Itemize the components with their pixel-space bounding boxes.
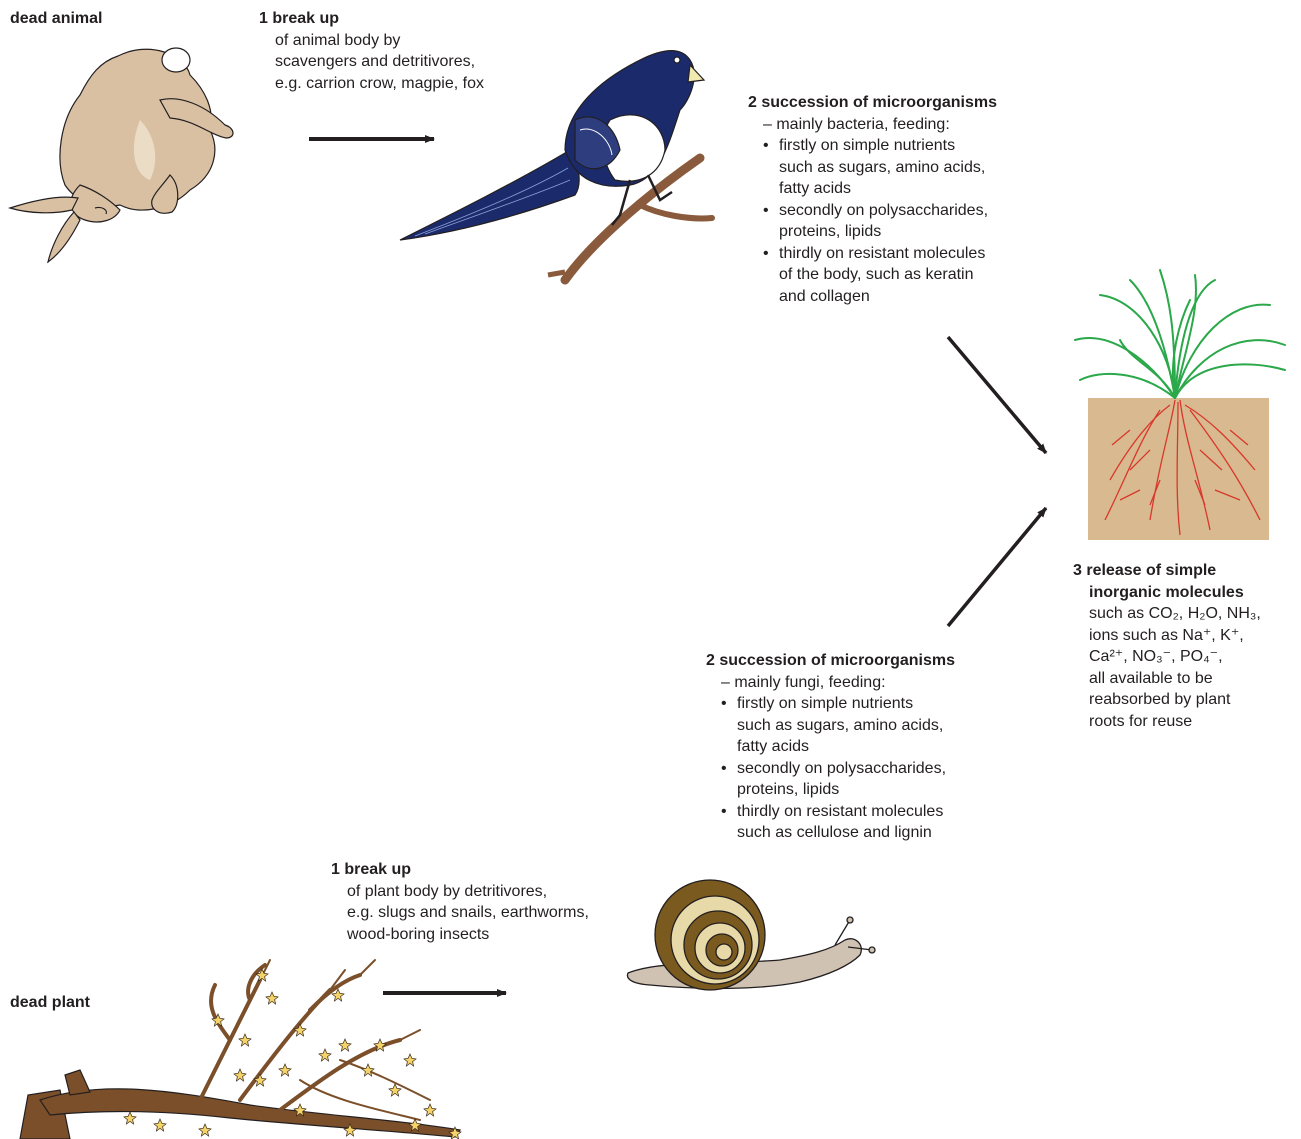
snail-illustration bbox=[627, 880, 875, 990]
animal-breakup-line: scavengers and detritivores, bbox=[259, 51, 484, 73]
plant-succession-intro: – mainly fungi, feeding: bbox=[706, 672, 955, 694]
dead-animal-heading: dead animal bbox=[10, 8, 102, 29]
animal-breakup-line: of animal body by bbox=[259, 30, 484, 52]
bullet-dot: • bbox=[763, 243, 779, 265]
animal-succession-title: 2 succession of microorganisms bbox=[748, 92, 997, 114]
bullet-continuation: fatty acids bbox=[763, 178, 997, 200]
bullet-item: •firstly on simple nutrients bbox=[763, 135, 997, 157]
plant-breakup-title: 1 break up bbox=[331, 859, 589, 881]
bullet-dot: • bbox=[721, 758, 737, 780]
animal-breakup-title: 1 break up bbox=[259, 8, 484, 30]
bullet-continuation: and collagen bbox=[763, 286, 997, 308]
plant-succession-block: 2 succession of microorganisms – mainly … bbox=[706, 650, 955, 844]
plant-succession-title: 2 succession of microorganisms bbox=[706, 650, 955, 672]
animal-succession-intro: – mainly bacteria, feeding: bbox=[748, 114, 997, 136]
release-line: ions such as Na⁺, K⁺, bbox=[1073, 625, 1261, 647]
animal-succession-block: 2 succession of microorganisms – mainly … bbox=[748, 92, 997, 307]
bullet-continuation: of the body, such as keratin bbox=[763, 264, 997, 286]
arrow-animal-to-soil bbox=[948, 337, 1046, 453]
bullet-continuation: proteins, lipids bbox=[721, 779, 955, 801]
bullet-continuation: proteins, lipids bbox=[763, 221, 997, 243]
fallen-tree-illustration bbox=[20, 960, 461, 1139]
grass-with-roots-illustration bbox=[1075, 270, 1285, 540]
bullet-dot: • bbox=[721, 801, 737, 823]
release-block: 3 release of simple inorganic molecules … bbox=[1073, 560, 1261, 732]
bullet-dot: • bbox=[763, 135, 779, 157]
release-line: reabsorbed by plant bbox=[1073, 689, 1261, 711]
release-title: inorganic molecules bbox=[1073, 582, 1261, 604]
arrow-plant-to-soil bbox=[948, 508, 1046, 626]
bullet-item: •firstly on simple nutrients bbox=[721, 693, 955, 715]
release-line: roots for reuse bbox=[1073, 711, 1261, 733]
animal-breakup-line: e.g. carrion crow, magpie, fox bbox=[259, 73, 484, 95]
dead-plant-heading: dead plant bbox=[10, 992, 90, 1013]
bullet-continuation: fatty acids bbox=[721, 736, 955, 758]
dead-rabbit-illustration bbox=[10, 48, 233, 262]
plant-breakup-block: 1 break up of plant body by detritivores… bbox=[331, 859, 589, 945]
plant-breakup-line: of plant body by detritivores, bbox=[331, 881, 589, 903]
animal-breakup-block: 1 break up of animal body by scavengers … bbox=[259, 8, 484, 94]
release-line: Ca²⁺, NO₃⁻, PO₄⁻, bbox=[1073, 646, 1261, 668]
bullet-item: •thirdly on resistant molecules bbox=[763, 243, 997, 265]
bullet-continuation: such as sugars, amino acids, bbox=[721, 715, 955, 737]
bullet-item: •secondly on polysaccharides, bbox=[721, 758, 955, 780]
bullet-continuation: such as cellulose and lignin bbox=[721, 822, 955, 844]
release-line: such as CO₂, H₂O, NH₃, bbox=[1073, 603, 1261, 625]
bullet-item: •thirdly on resistant molecules bbox=[721, 801, 955, 823]
bullet-continuation: such as sugars, amino acids, bbox=[763, 157, 997, 179]
release-line: all available to be bbox=[1073, 668, 1261, 690]
plant-breakup-line: wood-boring insects bbox=[331, 924, 589, 946]
bullet-item: •secondly on polysaccharides, bbox=[763, 200, 997, 222]
bullet-dot: • bbox=[763, 200, 779, 222]
bullet-dot: • bbox=[721, 693, 737, 715]
plant-breakup-line: e.g. slugs and snails, earthworms, bbox=[331, 902, 589, 924]
release-title: 3 release of simple bbox=[1073, 560, 1261, 582]
